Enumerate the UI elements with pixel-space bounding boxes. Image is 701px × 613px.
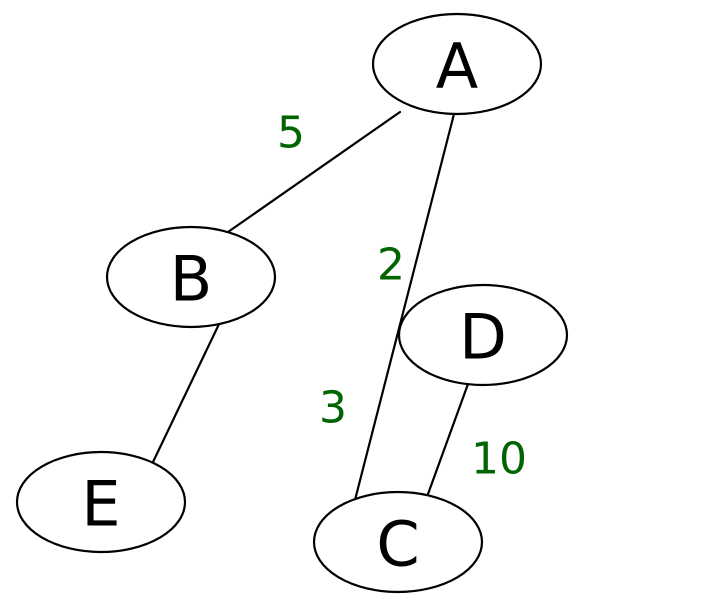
edge-a-b	[226, 110, 402, 234]
node-b-ellipse[interactable]	[105, 225, 277, 329]
node-d-ellipse[interactable]	[397, 283, 569, 387]
edge-d-c	[426, 382, 470, 496]
node-e-ellipse[interactable]	[15, 450, 187, 554]
edge-weight-group: 5 2 3 10	[277, 108, 527, 485]
node-a-ellipse[interactable]	[371, 12, 543, 116]
node-c-ellipse[interactable]	[312, 490, 484, 594]
edge-weight-a-c: 2	[377, 240, 405, 291]
node-a[interactable]: A	[371, 12, 543, 116]
edge-a-c	[353, 112, 456, 502]
node-b-label: B	[170, 243, 213, 316]
node-b[interactable]: B	[105, 225, 277, 329]
edge-group	[151, 110, 470, 502]
edge-weight-a-b: 5	[277, 108, 305, 159]
node-c[interactable]: C	[312, 490, 484, 594]
node-c-label: C	[376, 508, 419, 581]
node-e[interactable]: E	[15, 450, 187, 554]
node-d[interactable]: D	[397, 283, 569, 387]
node-e-label: E	[81, 468, 120, 541]
node-group: A B D E C	[15, 12, 569, 594]
edge-b-e	[151, 320, 222, 464]
node-d-label: D	[459, 301, 507, 374]
edge-weight-b-e: 3	[319, 383, 347, 434]
node-a-label: A	[436, 30, 478, 103]
edge-weight-d-c: 10	[471, 434, 527, 485]
